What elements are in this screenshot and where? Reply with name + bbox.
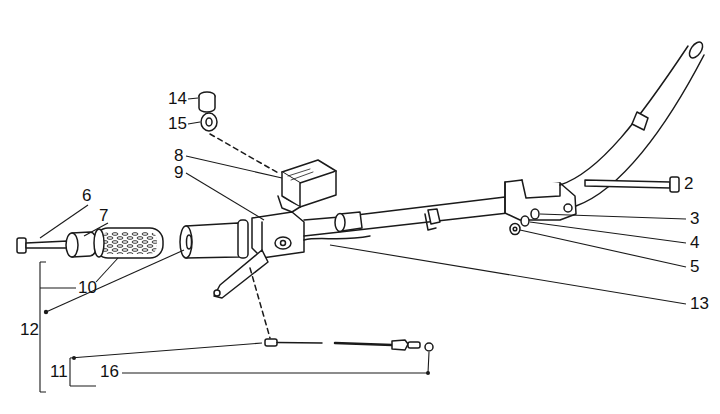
- callout-number: 7: [99, 206, 108, 226]
- clamp-bolt: [670, 177, 679, 192]
- rubber-grip: [94, 228, 163, 258]
- handlebar-tube: [428, 209, 440, 224]
- handlebar-arm: [560, 40, 705, 206]
- handlebar-clamp: [564, 204, 572, 212]
- washer: [510, 224, 520, 235]
- control-housing: [214, 290, 220, 296]
- switch-box: [300, 171, 336, 207]
- throttle-sleeve: [187, 235, 192, 249]
- callout-number: 3: [690, 209, 699, 229]
- switch-knob: [201, 113, 217, 131]
- callout-number: 14: [168, 89, 187, 109]
- switch-box: [278, 160, 336, 212]
- callout-number: 16: [100, 362, 119, 382]
- callout-number: 11: [50, 362, 68, 382]
- callout-number: 10: [78, 278, 97, 298]
- grip-bolt: [17, 238, 68, 253]
- control-cable: [335, 343, 392, 345]
- clamp-bolt: [585, 180, 670, 188]
- leader-line: [186, 156, 282, 178]
- brake-wire: [304, 236, 370, 240]
- handlebar-arm: [632, 112, 648, 130]
- leader-dot: [426, 371, 430, 375]
- handlebar-tube: [304, 197, 508, 236]
- switch-box: [278, 196, 300, 212]
- control-housing: [214, 250, 268, 298]
- clamp-bolt: [585, 177, 679, 192]
- end-cap: [66, 233, 78, 257]
- switch-knob: [206, 118, 212, 126]
- grip-bolt: [26, 241, 68, 248]
- handlebar-clamp: [522, 180, 560, 198]
- control-cable: [265, 339, 433, 351]
- leader-line: [40, 287, 76, 288]
- switch-knob: [199, 92, 217, 131]
- washer: [513, 227, 517, 231]
- leader-line: [40, 98, 686, 392]
- leader-line: [40, 262, 46, 392]
- switch-box: [288, 169, 313, 180]
- leader-line: [46, 250, 184, 312]
- leader-line: [122, 352, 429, 373]
- leader-line: [188, 122, 200, 124]
- leader-line: [40, 205, 88, 238]
- switch-knob: [199, 96, 215, 112]
- callout-number: 12: [20, 320, 39, 340]
- control-housing: [214, 212, 304, 298]
- throttle-sleeve: [186, 223, 245, 258]
- control-cable: [265, 339, 277, 346]
- leader-line: [530, 222, 686, 243]
- leader-line: [520, 230, 686, 267]
- handlebar-clamp: [504, 182, 506, 213]
- callout-number: 4: [690, 233, 699, 253]
- control-housing: [275, 237, 291, 249]
- callout-number: 15: [168, 114, 187, 134]
- control-cable: [392, 340, 408, 350]
- end-cap: [66, 232, 97, 257]
- handlebar-arm: [576, 55, 704, 206]
- throttle-sleeve: [180, 220, 248, 258]
- assembly-line: [210, 134, 280, 174]
- callout-number: 6: [82, 186, 91, 206]
- handlebar-tube: [304, 197, 508, 236]
- leader-dot: [72, 356, 76, 360]
- callout-number: 9: [174, 163, 183, 183]
- rubber-grip: [94, 229, 104, 257]
- handlebar-tube: [335, 214, 345, 232]
- control-housing: [281, 241, 286, 246]
- callout-number: 13: [690, 294, 709, 314]
- leader-line: [70, 343, 262, 386]
- control-cable: [408, 342, 420, 348]
- throttle-sleeve: [238, 220, 248, 258]
- grip-bolt: [17, 238, 26, 253]
- handlebar-arm: [687, 40, 706, 60]
- leader-dot: [44, 310, 48, 314]
- washer: [531, 209, 539, 219]
- leader-line: [330, 245, 686, 304]
- control-cable: [425, 343, 433, 351]
- rubber-grip: [101, 232, 157, 254]
- leader-line: [96, 258, 118, 282]
- washer: [521, 216, 529, 226]
- leader-line: [188, 98, 198, 99]
- callout-number: 2: [684, 174, 693, 194]
- handlebar-tube: [425, 214, 436, 230]
- leader-line: [186, 173, 264, 220]
- callout-number: 5: [690, 257, 699, 277]
- throttle-sleeve: [180, 226, 192, 258]
- assembly-line: [250, 268, 270, 338]
- control-cable: [277, 342, 322, 344]
- rubber-grip: [95, 228, 163, 258]
- leader-line: [540, 214, 686, 219]
